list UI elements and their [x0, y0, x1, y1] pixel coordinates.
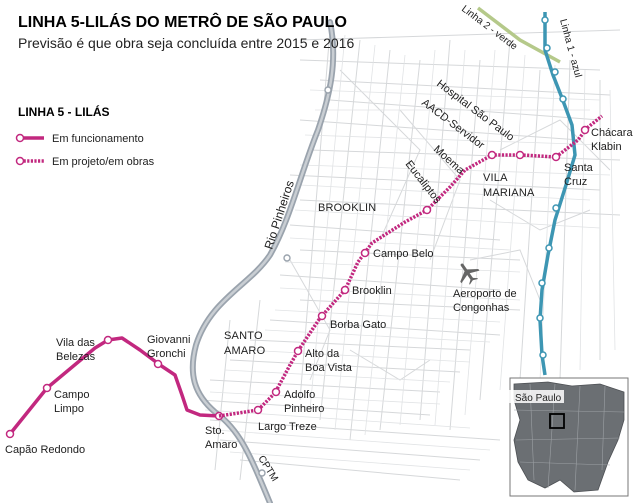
inset-map: São Paulo	[508, 377, 629, 497]
station-chacara-klabin-2: Klabin	[591, 141, 622, 153]
station-giovanni-1: Giovanni	[147, 334, 190, 346]
legend-operating-label: Em funcionamento	[52, 133, 144, 145]
district-brooklin: BROOKLIN	[318, 202, 376, 214]
station-borba-gato: Borba Gato	[330, 319, 386, 331]
station-alto-boa-vista-1: Alto da	[305, 348, 340, 360]
map-title: LINHA 5-LILÁS DO METRÔ DE SÃO PAULO	[18, 11, 347, 31]
station-campo-limpo-1: Campo	[54, 389, 89, 401]
station-santa-cruz-2: Cruz	[564, 176, 587, 188]
station-campo-belo: Campo Belo	[373, 248, 434, 260]
district-vila-mariana-2: MARIANA	[483, 187, 535, 199]
legend-planned-dot	[15, 156, 25, 166]
line-5-operating-stations	[5, 335, 224, 439]
cptm-stations	[258, 86, 332, 477]
station-chacara-klabin-1: Chácara	[591, 127, 633, 139]
station-largo-treze: Largo Treze	[258, 421, 317, 433]
inset-focus-box	[549, 413, 565, 429]
legend: LINHA 5 - LILÁS Em funcionamento Em proj…	[15, 104, 155, 168]
inset-borders	[513, 383, 625, 491]
line-1-stations	[536, 16, 567, 359]
map-subtitle: Previsão é que obra seja concluída entre…	[18, 35, 354, 51]
street-network-dense	[204, 34, 616, 471]
district-santo-amaro-1: SANTO	[224, 330, 263, 342]
district-santo-amaro-2: AMARO	[224, 345, 266, 357]
legend-heading: LINHA 5 - LILÁS	[18, 104, 110, 119]
airplane-icon	[460, 263, 480, 285]
airport-label-2: Congonhas	[453, 302, 510, 314]
station-alto-boa-vista-2: Boa Vista	[305, 362, 353, 374]
station-capao-redondo: Capão Redondo	[5, 444, 85, 456]
station-adolfo-2: Pinheiro	[284, 403, 324, 415]
station-campo-limpo-2: Limpo	[54, 403, 84, 415]
station-adolfo-1: Adolfo	[284, 389, 315, 401]
airport-label-1: Aeroporto de	[453, 288, 517, 300]
station-giovanni-2: Gronchi	[147, 348, 186, 360]
station-sto-amaro-1: Sto.	[205, 425, 225, 437]
legend-planned-label: Em projeto/em obras	[52, 156, 155, 168]
station-vila-belezas-2: Belezas	[56, 351, 96, 363]
inset-label: São Paulo	[515, 393, 562, 404]
station-santa-cruz-1: Santa	[564, 162, 594, 174]
district-vila-mariana-1: VILA	[483, 172, 508, 184]
line-5-planned-stations	[253, 125, 590, 415]
line-2-label: Linha 2 - verde	[459, 4, 519, 53]
station-vila-belezas-1: Vila das	[56, 337, 95, 349]
station-moema: Moema	[431, 143, 467, 177]
station-sto-amaro-2: Amaro	[205, 439, 237, 451]
line-5-operating	[8, 336, 220, 436]
legend-operating-dot	[15, 133, 25, 143]
station-brooklin: Brooklin	[352, 285, 392, 297]
street-network	[199, 29, 621, 481]
